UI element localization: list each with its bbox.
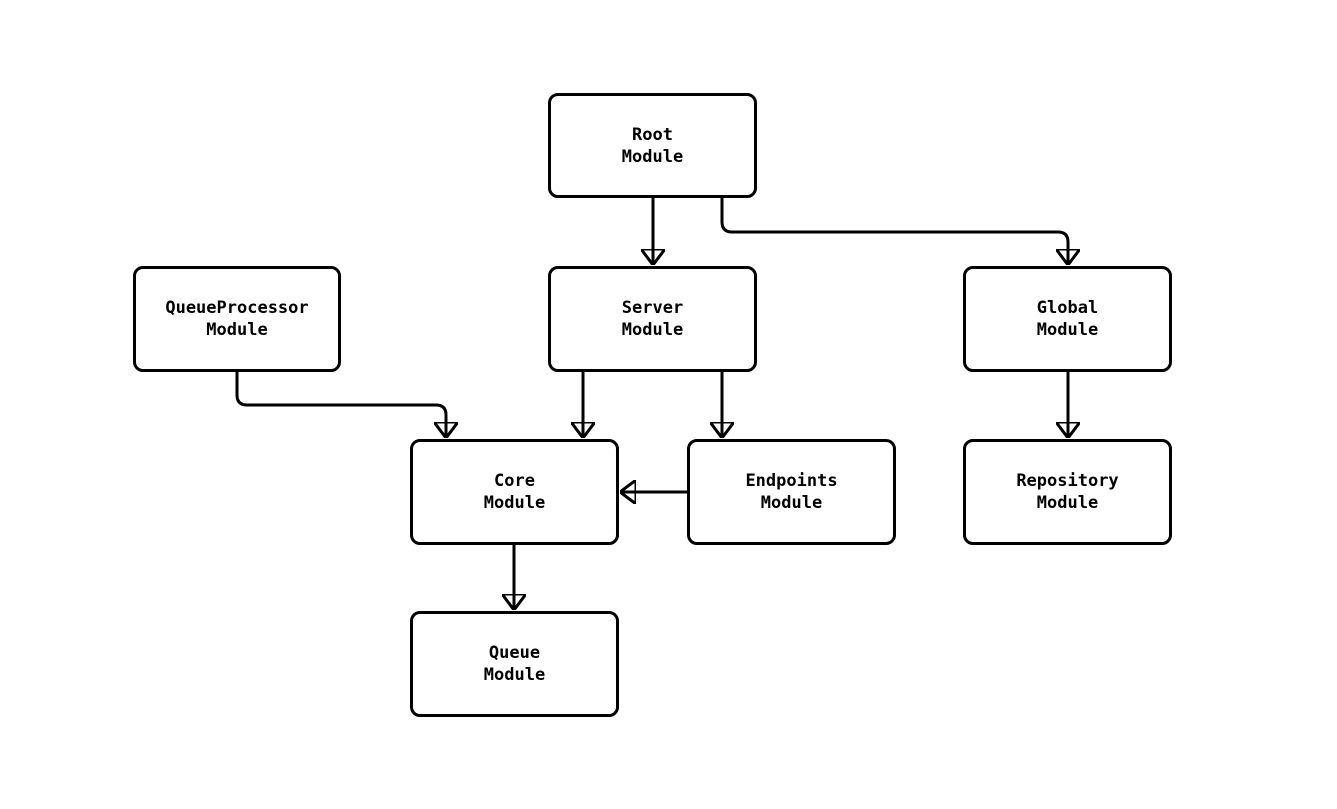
node-repository-module[interactable]: Repository Module [963,439,1172,545]
node-label-line: Module [1036,493,1099,513]
node-global-module[interactable]: Global Module [963,266,1172,372]
node-endpoints-module[interactable]: Endpoints Module [687,439,896,545]
node-label-line: Queue [488,643,541,663]
node-label-line: QueueProcessor [165,298,309,318]
node-label-line: Module [483,665,546,685]
node-label-line: Module [760,493,823,513]
node-root-module[interactable]: Root Module [548,93,757,198]
node-queueprocessor-module[interactable]: QueueProcessor Module [133,266,341,372]
node-label-line: Module [621,146,684,167]
edge-root-to-global [720,198,1068,264]
node-server-module[interactable]: Server Module [548,266,757,372]
node-label-line: Module [206,320,268,340]
node-core-module[interactable]: Core Module [410,439,619,545]
edge-queueprocessor-to-core [235,372,446,437]
node-label-line: Global [1036,298,1099,318]
node-label-line: Server [621,298,684,318]
node-label-line: Root [632,124,673,145]
node-label-line: Module [483,493,546,513]
node-queue-module[interactable]: Queue Module [410,611,619,717]
node-label-line: Repository [1016,471,1119,491]
node-label-line: Module [1036,320,1099,340]
node-label-line: Endpoints [745,471,838,491]
node-label-line: Core [494,471,535,491]
node-label-line: Module [621,320,684,340]
